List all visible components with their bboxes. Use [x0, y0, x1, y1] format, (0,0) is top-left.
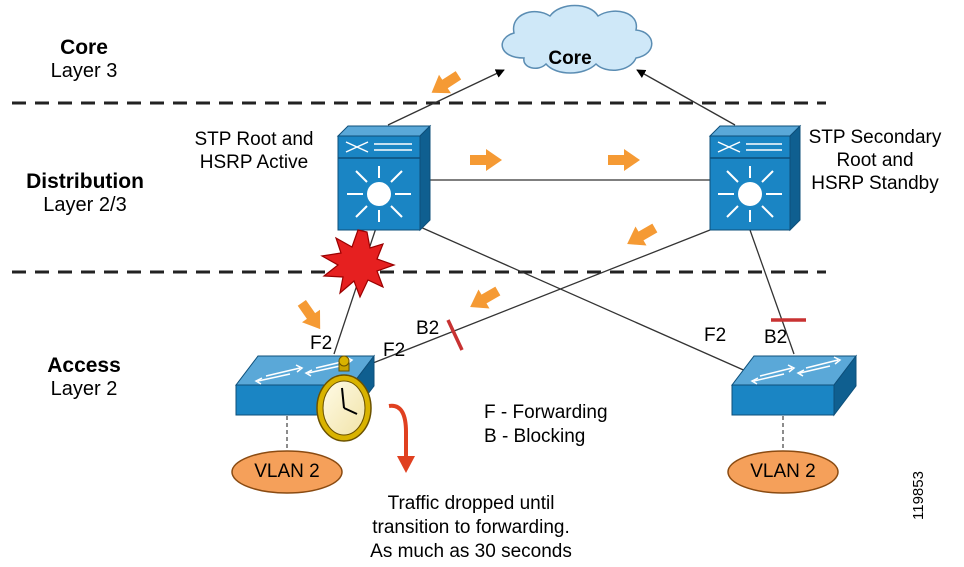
- access-switch-right: [730, 354, 858, 417]
- port-label-left-blocked: B2: [416, 318, 440, 339]
- left-distribution-label: STP Root and HSRP Active: [194, 129, 314, 173]
- traffic-flow-arrows: [297, 71, 658, 330]
- distribution-layer-title: Distribution: [26, 170, 144, 193]
- vlan-left-label: VLAN 2: [254, 461, 320, 482]
- port-label-right-cross: F2: [704, 325, 727, 346]
- port-label-left-cross: F2: [383, 340, 406, 361]
- distribution-layer-subtitle: Layer 2/3: [43, 194, 127, 216]
- figure-id: 119853: [910, 471, 927, 520]
- access-layer-title: Access: [47, 354, 121, 377]
- access-layer-subtitle: Layer 2: [50, 378, 118, 400]
- traffic-dropped-arrow: [388, 403, 415, 473]
- stopwatch-icon: [316, 355, 372, 442]
- core-layer-subtitle: Layer 3: [50, 60, 118, 82]
- right-distribution-label: STP Secondary Root and HSRP Standby: [808, 127, 942, 194]
- distribution-switch-right: [708, 124, 802, 232]
- network-links: [329, 69, 795, 381]
- legend-blocking: B - Blocking: [484, 426, 586, 447]
- vlan-right-label: VLAN 2: [750, 461, 816, 482]
- core-cloud-label: Core: [548, 48, 592, 69]
- core-cloud: [501, 4, 653, 74]
- port-label-right-blocked: B2: [764, 327, 788, 348]
- core-layer-title: Core: [60, 36, 108, 59]
- distribution-switch-left: [336, 124, 432, 232]
- blocked-port-marker: [446, 319, 464, 351]
- link-failure-burst: [320, 229, 396, 299]
- vlan-left-ellipse: [231, 450, 343, 494]
- legend-forwarding: F - Forwarding: [484, 402, 608, 423]
- vlan-right-ellipse: [727, 450, 839, 494]
- traffic-dropped-note: Traffic dropped until transition to forw…: [370, 493, 572, 562]
- port-label-left-uplink: F2: [310, 333, 333, 354]
